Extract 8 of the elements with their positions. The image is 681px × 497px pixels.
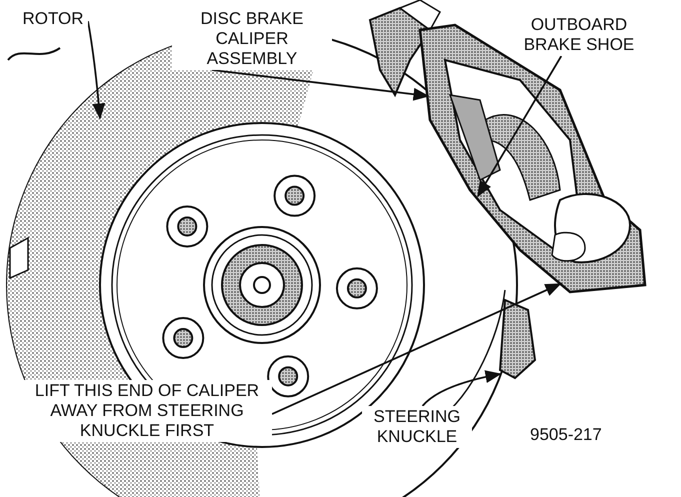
- leader-line: [212, 69, 430, 101]
- callout-text: LIFT THIS END OF CALIPER AWAY FROM STEERING KNUCKLE FIRST: [22, 380, 272, 442]
- leader-line: [87, 21, 106, 120]
- leader-line: [272, 283, 562, 415]
- leader-line: [477, 56, 562, 198]
- leader-line: [422, 370, 502, 407]
- callout-text: STEERING KNUCKLE: [362, 406, 472, 448]
- figure-number: 9505-217: [530, 425, 602, 445]
